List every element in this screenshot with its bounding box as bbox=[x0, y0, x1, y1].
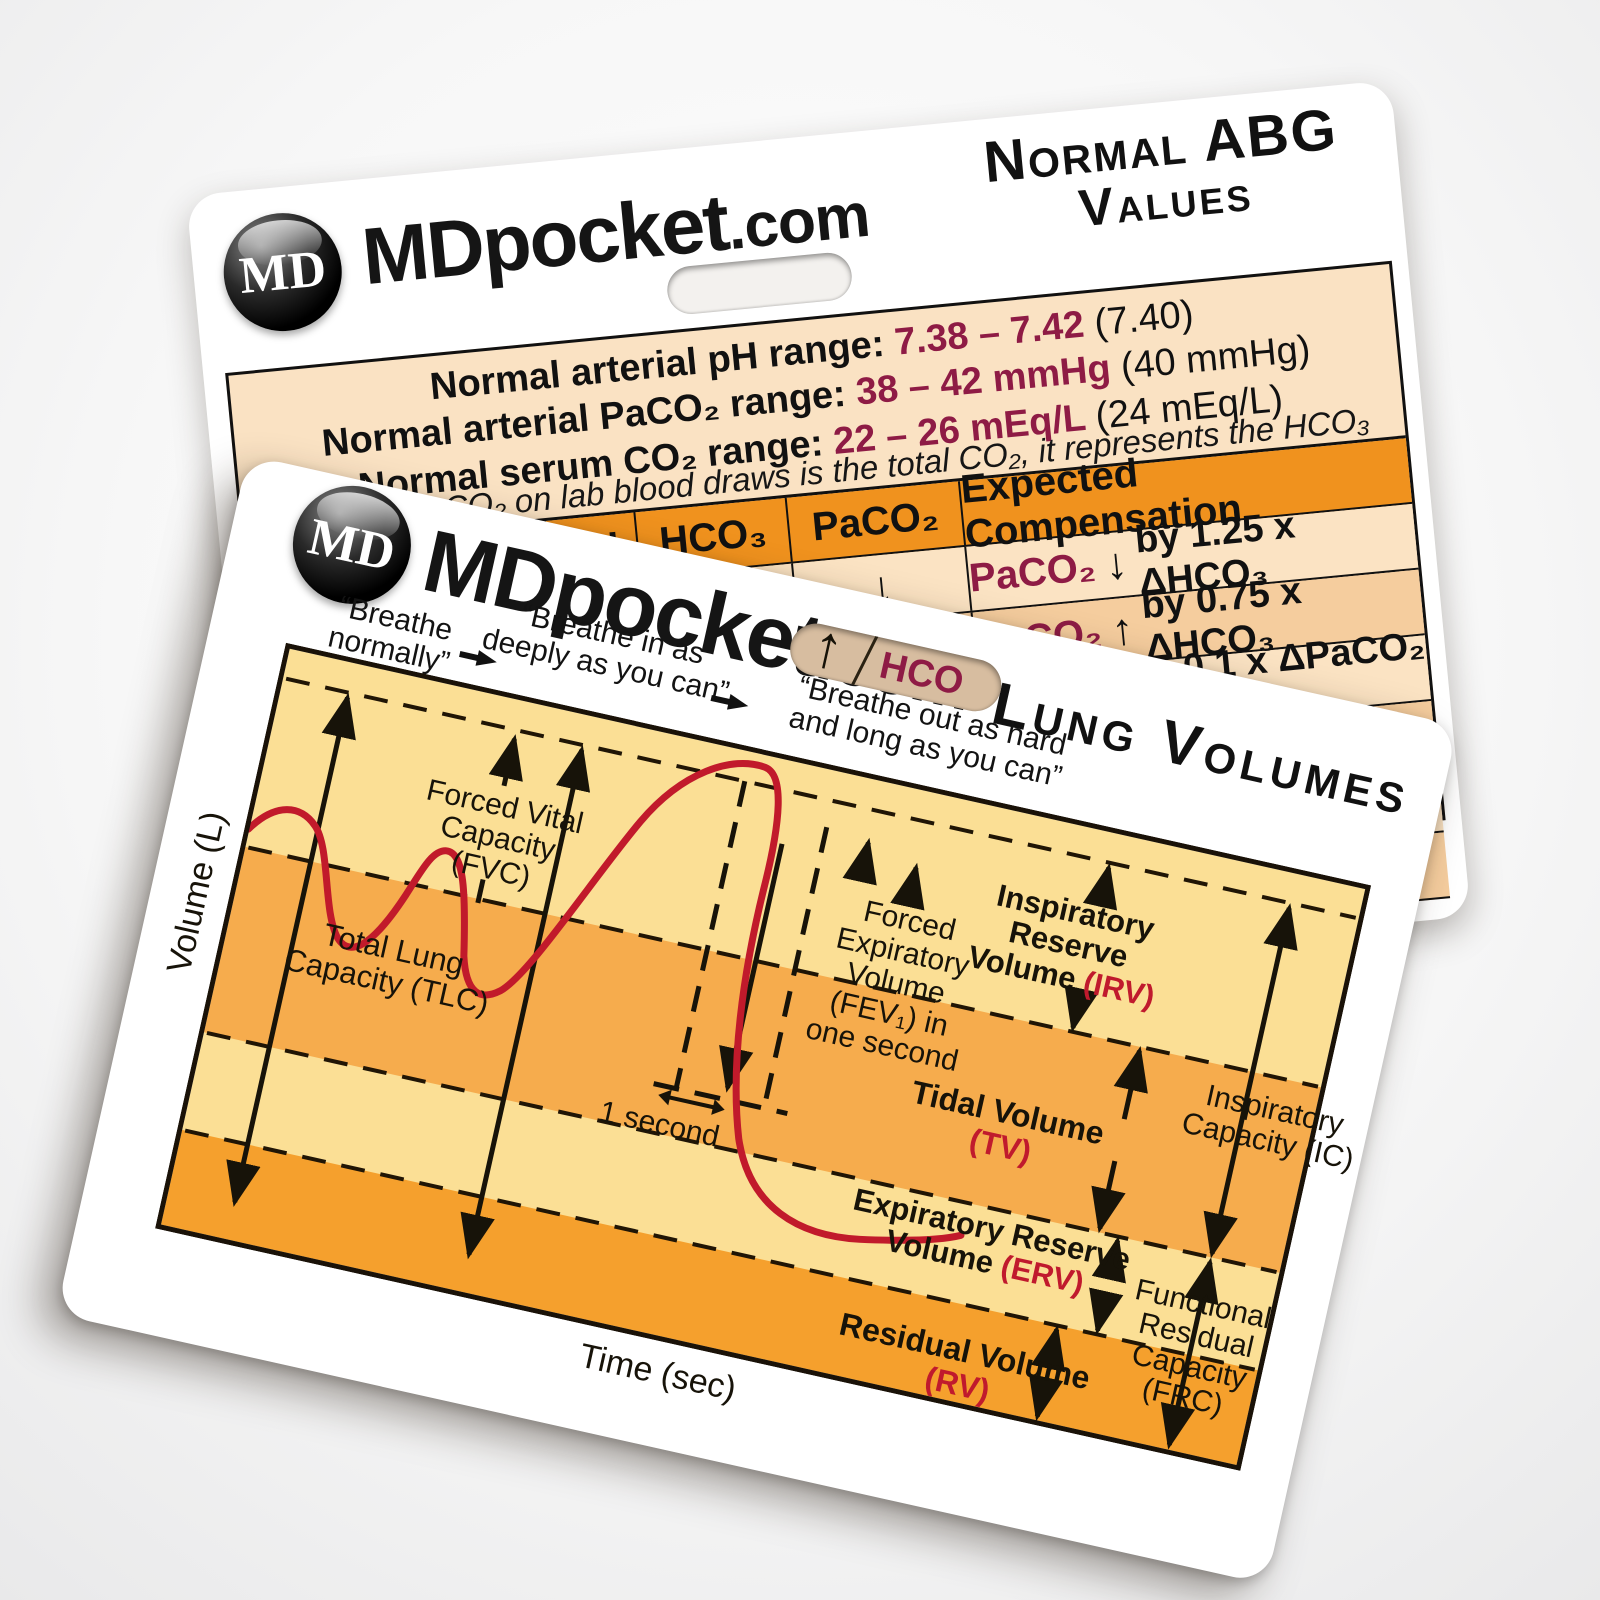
diagram-border bbox=[155, 642, 1372, 1471]
fev1-dashed-window bbox=[653, 780, 830, 1116]
mdpocket-logo-icon: MD bbox=[218, 207, 348, 337]
brand-tld: .com bbox=[724, 180, 873, 264]
spirometry-plot bbox=[155, 642, 1372, 1471]
ph-typical-value: (7.40) bbox=[1092, 293, 1196, 345]
logo-text: MD bbox=[303, 507, 401, 583]
spirometry-diagram bbox=[155, 642, 1372, 1471]
logo-text: MD bbox=[236, 239, 329, 305]
one-second-span-arrow bbox=[658, 1089, 725, 1115]
spirometry-trace bbox=[244, 760, 965, 1244]
abg-card-title: Normal ABG Values bbox=[944, 96, 1383, 249]
comp-arrow: ↓ bbox=[1102, 538, 1130, 590]
lung-volumes-card: MD MDpocket.com Lung Volumes ↑ HCO “Brea… bbox=[56, 455, 1459, 1585]
volume-level-dashed-lines bbox=[184, 676, 1357, 1372]
band-residual-volume bbox=[161, 1129, 1258, 1465]
